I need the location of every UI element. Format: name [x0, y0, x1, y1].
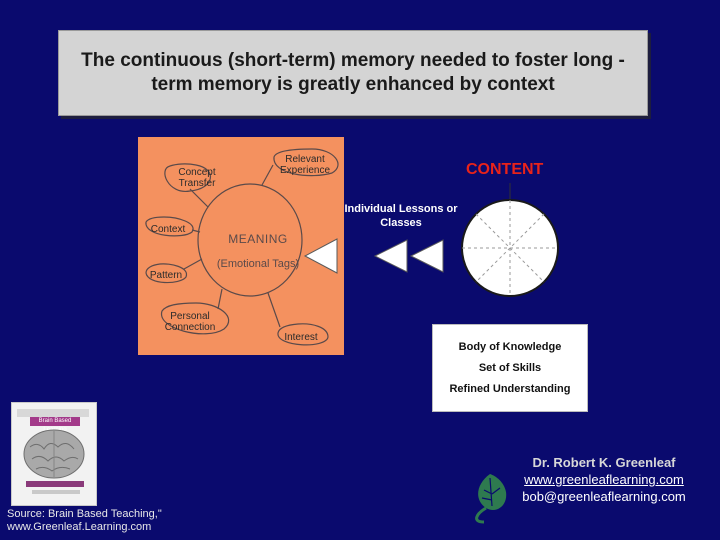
interest-bubble [277, 323, 329, 346]
source-line: www.Greenleaf.Learning.com [7, 521, 152, 533]
meaning-ellipse [197, 183, 303, 297]
node-interest: Interest [284, 332, 318, 343]
knowledge-box: Body of Knowledge Set of Skills Refined … [432, 324, 588, 412]
meaning-diagram: Concept Transfer Relevant Experience Con… [138, 137, 344, 355]
author-website-link[interactable]: www.greenleaflearning.com [524, 472, 684, 487]
lessons-label: Individual Lessons or Classes [344, 203, 458, 229]
brain-icon [23, 429, 85, 479]
triangle-arrow-icon [409, 239, 444, 273]
node-relevant-experience: Relevant Experience [279, 154, 331, 176]
knowledge-line: Body of Knowledge [458, 341, 562, 353]
title-box: The continuous (short-term) memory neede… [58, 30, 648, 116]
book-title: Brain Based Learning [30, 417, 80, 433]
content-label: CONTENT [466, 161, 544, 178]
source-line: Source: Brain Based Teaching," [7, 508, 162, 520]
node-personal-connection: Personal Connection [164, 311, 216, 333]
knowledge-line: Refined Understanding [449, 383, 571, 395]
knowledge-line: Set of Skills [478, 362, 542, 374]
book-strip [32, 490, 80, 494]
emotional-tags-label: (Emotional Tags) [216, 258, 300, 270]
slide-title: The continuous (short-term) memory neede… [81, 50, 625, 95]
author-name: Dr. Robert K. Greenleaf [532, 455, 676, 470]
diagram-lines [145, 148, 339, 346]
concept-transfer-bubble [164, 163, 212, 192]
node-pattern: Pattern [149, 270, 183, 281]
relevant-experience-bubble [273, 148, 339, 177]
triangle-arrow-icon [303, 238, 338, 274]
source-text: Source: Brain Based Teaching," www.Green… [7, 508, 162, 534]
author-block: Dr. Robert K. Greenleaf www.greenleaflea… [516, 454, 692, 505]
personal-connection-bubble [161, 302, 230, 335]
context-bubble [145, 216, 194, 237]
meaning-label: MEANING [228, 232, 288, 246]
author-email-link[interactable]: bob@greenleaflearning.com [522, 489, 686, 504]
pattern-bubble [145, 263, 188, 284]
circle-divisions [462, 200, 558, 296]
leaf-logo-icon [475, 474, 507, 524]
book-strip [26, 481, 84, 487]
node-concept-transfer: Concept Transfer [178, 167, 216, 189]
book-header [17, 409, 89, 417]
triangle-arrow-icon [373, 239, 408, 273]
book-cover: Brain Based Learning [11, 402, 97, 506]
node-context: Context [150, 224, 186, 235]
